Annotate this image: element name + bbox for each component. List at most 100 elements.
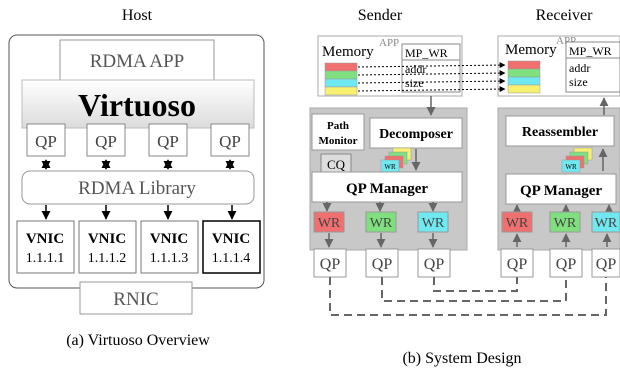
rdma-library-label: RDMA Library [78,178,196,199]
sender-wr-label: WR [422,216,445,231]
vnic-name: VNIC [26,231,64,247]
dotted-arrow [357,70,506,77]
vnic-ip: 1.1.1.3 [150,251,189,266]
rdma-app-label: RDMA APP [90,51,185,72]
receiver-wr-green [549,211,581,233]
receiver-qp-box [549,248,583,278]
receiver-wr-cyan [591,211,620,233]
memory-block-yellow [507,84,541,94]
virtuoso-box [21,79,255,129]
host-title: Host [122,7,153,24]
receiver-qp-wr-arrows [512,233,612,247]
left-qp-label: QP [157,132,179,151]
path-monitor-label-1: Path [327,120,349,132]
rnic-label: RNIC [113,289,158,310]
sender-wr-label: WR [318,216,341,231]
sender-app-label: APP [379,37,399,49]
left-qp-label: QP [219,132,241,151]
qp-connection [381,277,567,302]
receiver-wr-label: WR [595,216,618,231]
receiver-qp-label: QP [507,256,528,273]
vnic-ip: 1.1.1.4 [212,251,251,266]
memory-block-red [507,60,541,70]
vnic-row: VNIC 1.1.1.1 VNIC 1.1.1.2 VNIC 1.1.1.3 V… [16,220,261,274]
sender-memory-label: Memory [322,44,374,60]
sender-mpwr-box [401,43,461,93]
receiver-addr-label: addr [569,61,590,75]
reassembler-label: Reassembler [522,125,598,140]
left-qp-box [210,123,250,157]
vnic-box [202,220,261,274]
receiver-mpwr-box [565,41,620,93]
sender-qp-box [313,248,347,278]
left-qp-box [148,123,188,157]
sender-mpwr-label: MP_WR [405,46,448,60]
receiver-qp-manager-box [505,173,617,205]
memory-block-yellow [324,86,358,96]
sender-size-label: size [405,76,424,90]
cq-label: CQ [327,157,346,172]
path-monitor-label-2: Monitor [318,135,357,147]
dotted-arrow [357,78,506,85]
memory-block-red [324,62,358,72]
sender-qp-box [417,248,451,278]
mini-wr-label: WR [565,163,577,171]
sender-addr-label: addr [405,62,426,76]
rdma-library-box [21,170,255,205]
sender-memory-stack [324,62,358,96]
receiver-wr-red [501,211,533,233]
vnic-name: VNIC [150,231,188,247]
vnic-ip: 1.1.1.2 [88,251,127,266]
virtuoso-label: Virtuoso [78,87,196,123]
sender-qp-manager-label: QP Manager [346,181,428,197]
sender-flow-arrows [322,96,438,212]
dotted-arrow [357,62,506,69]
qp-connection [329,277,607,316]
qp-library-arrows [41,159,235,170]
reassembler-box [505,115,615,147]
memory-transfer-arrows [357,62,506,93]
receiver-qp-label: QP [596,256,617,273]
receiver-wr-stack: WR [561,147,593,173]
receiver-qp-manager-label: QP Manager [520,183,602,199]
vnic-box [16,220,75,274]
memory-block-cyan [324,78,358,88]
left-qp-row: QP QP QP QP [26,123,250,157]
vnic-box [140,220,199,274]
sender-wr-green [365,211,397,233]
rdma-app-box [59,39,215,81]
caption-b: (b) System Design [402,350,521,367]
sender-wr-cyan [417,211,449,233]
sender-wr-red [313,211,345,233]
caption-a: (a) Virtuoso Overview [66,332,210,349]
memory-block-green [507,68,541,78]
vnic-box [78,220,137,274]
qp-connection [433,277,518,292]
left-qp-label: QP [35,132,57,151]
sender-title: Sender [358,7,403,24]
receiver-mpwr-label: MP_WR [569,44,612,58]
sender-qp-manager-box [311,171,463,203]
decomposer-box [369,117,463,149]
mini-wr-cyan [561,159,581,173]
receiver-wr-label: WR [554,216,577,231]
rnic-box [79,281,193,315]
receiver-memory-label: Memory [505,42,557,58]
receiver-flow-arrows [512,97,614,214]
decomposer-label: Decomposer [379,127,453,142]
left-qp-box [86,123,126,157]
left-qp-label: QP [95,132,117,151]
dotted-arrow [357,86,506,93]
sender-wr-label: WR [370,216,393,231]
receiver-qp-label: QP [556,256,577,273]
mini-wr-label: WR [384,163,396,171]
memory-block-green [324,70,358,80]
sender-wr-stack: WR [380,147,412,173]
vnic-ip: 1.1.1.1 [26,251,65,266]
sender-qp-label: QP [372,256,393,273]
qp-connections [329,277,607,316]
memory-block-cyan [507,76,541,86]
receiver-memory-stack [507,60,541,94]
